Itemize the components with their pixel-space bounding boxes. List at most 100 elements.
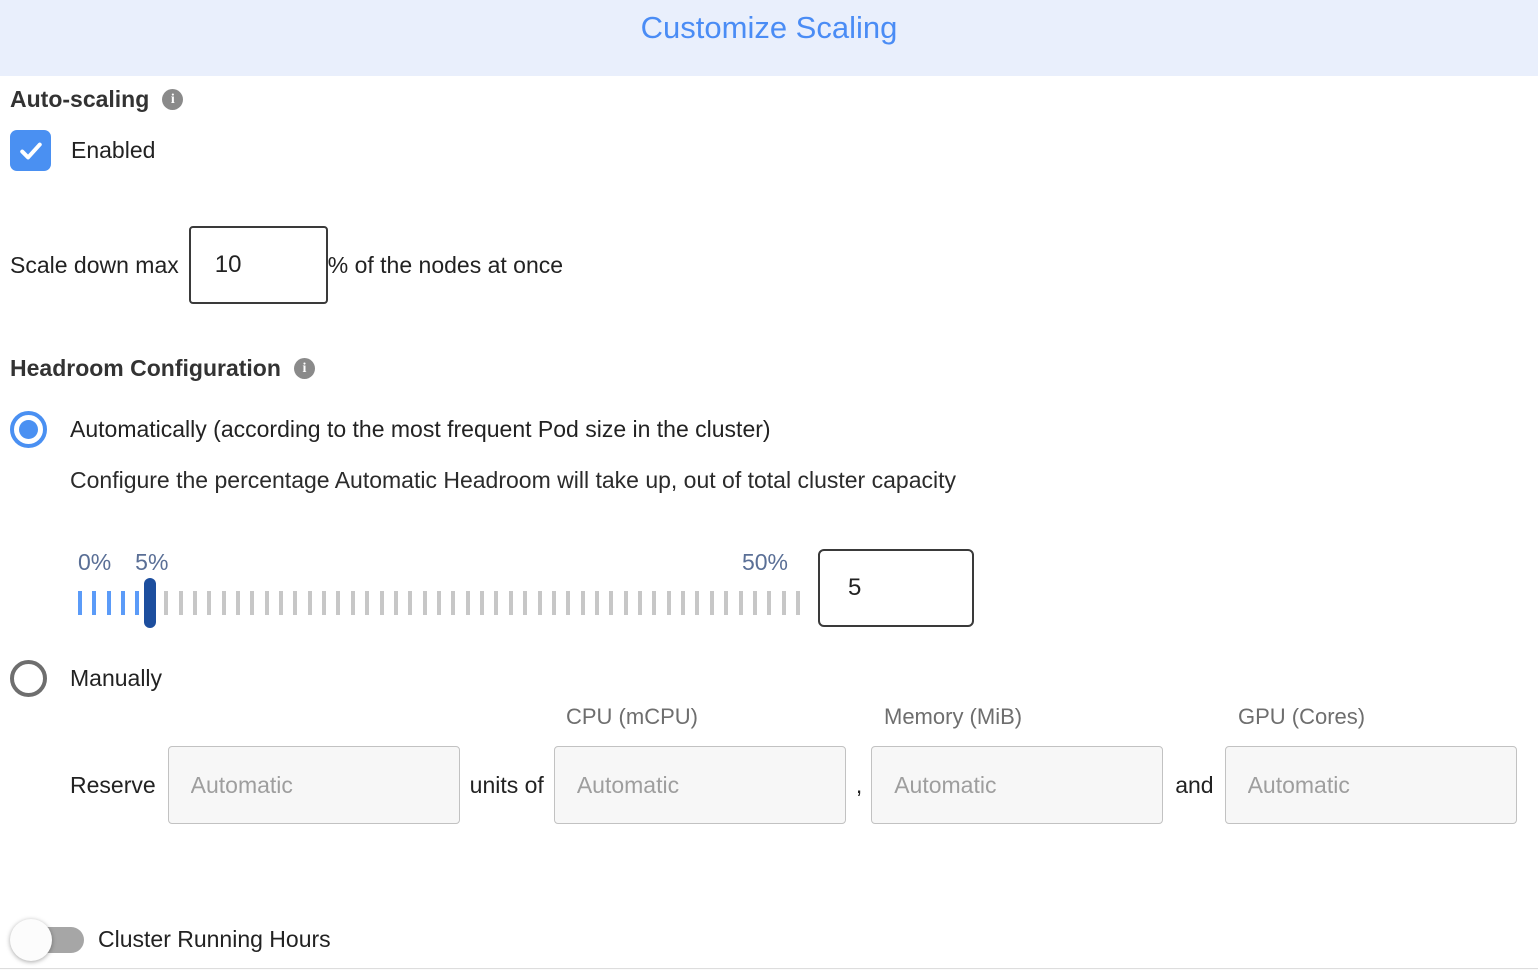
slider-min-label: 0% (78, 549, 112, 575)
toggle-knob[interactable] (10, 919, 52, 961)
slider-tick (135, 591, 140, 615)
slider-tick (638, 591, 643, 615)
cluster-running-hours-row: Cluster Running Hours (10, 916, 1538, 962)
automatically-radio-label: Automatically (according to the most fre… (70, 416, 771, 442)
automatically-radio[interactable] (10, 411, 47, 448)
slider-tick (279, 591, 284, 615)
content: Auto-scaling i Enabled Scale down max % … (0, 86, 1538, 962)
headroom-slider-labels: 0% 5% 50% (78, 549, 800, 577)
manual-headroom-section: CPU (mCPU) Memory (MiB) GPU (Cores) Rese… (10, 704, 1538, 824)
slider-tick (336, 591, 341, 615)
slider-tick (322, 591, 327, 615)
gpu-column-header: GPU (Cores) (1238, 704, 1366, 729)
headroom-slider-handle[interactable] (143, 578, 156, 628)
page-title: Customize Scaling (640, 10, 898, 45)
slider-tick (767, 591, 772, 615)
memory-input[interactable] (871, 746, 1164, 824)
slider-tick (164, 591, 169, 615)
slider-tick (350, 591, 355, 615)
slider-tick (580, 591, 585, 615)
slider-tick (652, 591, 657, 615)
comma-separator: , (855, 771, 863, 798)
headroom-label: Headroom Configuration (10, 355, 281, 381)
radio-dot (19, 420, 38, 439)
slider-tick (436, 591, 441, 615)
slider-selected-label: 5% (135, 549, 169, 575)
slider-tick (78, 591, 82, 615)
scale-down-prefix: Scale down max (10, 251, 179, 278)
slider-tick (293, 591, 298, 615)
and-label: and (1175, 771, 1214, 798)
slider-tick (695, 591, 700, 615)
slider-max-label: 50% (741, 549, 788, 575)
memory-column-header: Memory (MiB) (884, 704, 1023, 729)
slider-tick (738, 591, 743, 615)
slider-tick (393, 591, 398, 615)
slider-tick (508, 591, 513, 615)
slider-tick (307, 591, 312, 615)
manually-radio[interactable] (10, 660, 47, 697)
scale-down-row: Scale down max % of the nodes at once (10, 226, 1538, 304)
slider-tick (609, 591, 614, 615)
slider-tick (106, 591, 111, 615)
headroom-percentage-input[interactable] (818, 549, 974, 627)
enabled-checkbox[interactable] (10, 130, 51, 171)
headroom-manual-option-row: Manually (10, 660, 1538, 697)
bottom-divider (0, 968, 1538, 970)
slider-tick (408, 591, 413, 615)
cpu-input[interactable] (553, 746, 846, 824)
header-band: Customize Scaling (0, 0, 1538, 76)
slider-tick (465, 591, 470, 615)
headroom-auto-description: Configure the percentage Automatic Headr… (70, 467, 956, 493)
slider-tick (566, 591, 571, 615)
scale-down-max-input[interactable] (188, 226, 328, 304)
slider-tick (480, 591, 485, 615)
slider-tick (494, 591, 499, 615)
slider-tick (724, 591, 729, 615)
headroom-slider-ticks[interactable] (78, 578, 800, 628)
units-of-label: units of (469, 771, 544, 798)
headroom-slider-section: 0% 5% 50% (10, 549, 1538, 628)
info-icon[interactable]: i (293, 358, 315, 379)
slider-tick (681, 591, 686, 615)
slider-tick (192, 591, 197, 615)
reserve-units-input[interactable] (167, 746, 460, 824)
slider-tick (709, 591, 714, 615)
slider-tick (250, 591, 255, 615)
slider-tick (92, 591, 97, 615)
slider-tick (594, 591, 599, 615)
slider-tick (178, 591, 183, 615)
slider-tick (752, 591, 757, 615)
slider-tick (781, 591, 786, 615)
slider-tick (537, 591, 542, 615)
slider-tick (795, 591, 800, 615)
headroom-auto-option-row: Automatically (according to the most fre… (10, 411, 1538, 448)
info-icon[interactable]: i (162, 89, 184, 110)
slider-tick (551, 591, 556, 615)
slider-tick (623, 591, 628, 615)
slider-tick (666, 591, 671, 615)
scale-down-suffix: % of the nodes at once (327, 251, 564, 278)
enabled-checkbox-label: Enabled (71, 137, 156, 163)
cluster-running-hours-toggle[interactable] (10, 919, 84, 961)
checkmark-icon (19, 142, 42, 159)
slider-tick (422, 591, 427, 615)
slider-tick (523, 591, 528, 615)
cluster-running-hours-label: Cluster Running Hours (98, 925, 331, 952)
gpu-input[interactable] (1224, 746, 1517, 824)
auto-scaling-section-header: Auto-scaling i (10, 86, 1538, 113)
slider-tick (221, 591, 226, 615)
slider-tick (451, 591, 456, 615)
cpu-column-header: CPU (mCPU) (566, 704, 698, 729)
slider-tick (379, 591, 384, 615)
reserve-label: Reserve (70, 771, 156, 798)
slider-tick (121, 591, 126, 615)
slider-tick (235, 591, 240, 615)
reserve-row: Reserve units of , and (70, 746, 1517, 824)
slider-tick (264, 591, 269, 615)
headroom-section-header: Headroom Configuration i (10, 355, 1538, 382)
headroom-slider: 0% 5% 50% (78, 549, 800, 628)
slider-tick (365, 591, 370, 615)
auto-scaling-label: Auto-scaling (10, 86, 150, 112)
auto-scaling-enabled-row: Enabled (10, 130, 1538, 171)
